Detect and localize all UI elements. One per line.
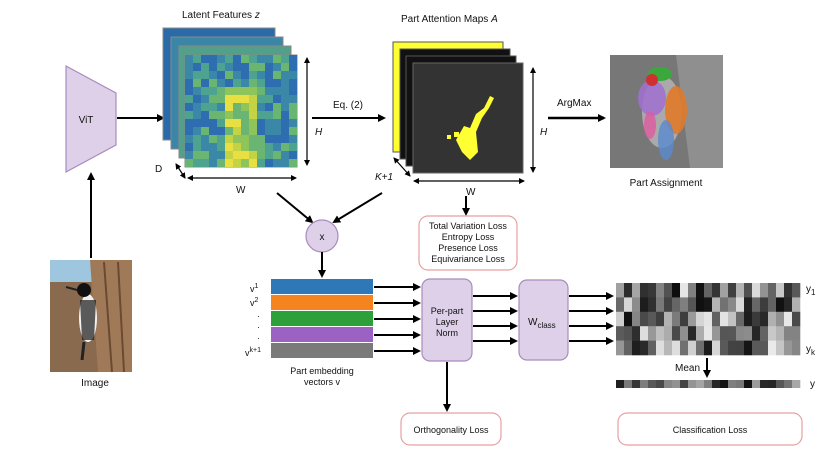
arrows-wclass-to-logits bbox=[569, 292, 614, 345]
label-y: y bbox=[810, 379, 815, 390]
svg-text:Per-part: Per-part bbox=[431, 306, 464, 316]
orthogonality-loss-box: Orthogonality Loss bbox=[400, 412, 502, 446]
label-v2: v2 bbox=[250, 297, 259, 308]
svg-text:Norm: Norm bbox=[436, 328, 458, 338]
svg-text:x: x bbox=[320, 232, 325, 243]
latent-h-label: H bbox=[315, 127, 323, 138]
attention-losses-box: Total Variation Loss Entropy Loss Presen… bbox=[418, 215, 518, 271]
embedding-row bbox=[271, 295, 373, 310]
embedding-row bbox=[271, 279, 373, 294]
svg-text:Classification Loss: Classification Loss bbox=[673, 425, 748, 435]
label-y1: y1 bbox=[806, 284, 816, 297]
embedding-row bbox=[271, 311, 373, 326]
label-vk: vk+1 bbox=[245, 347, 261, 358]
embedding-row bbox=[271, 327, 373, 342]
vertical-dot: · bbox=[257, 311, 260, 321]
svg-text:Layer: Layer bbox=[436, 317, 459, 327]
image-label: Image bbox=[81, 378, 109, 389]
arrow-attention-to-x bbox=[332, 192, 383, 224]
classification-loss-box: Classification Loss bbox=[617, 412, 803, 446]
part-assignment-image bbox=[610, 55, 723, 168]
arrows-norm-to-wclass bbox=[473, 292, 518, 345]
label-v1: v1 bbox=[250, 283, 259, 294]
latent-feature-stack bbox=[162, 27, 298, 168]
svg-text:Orthogonality Loss: Orthogonality Loss bbox=[413, 425, 489, 435]
per-part-layer-norm-block: Per-part Layer Norm bbox=[421, 278, 473, 362]
vertical-dot: · bbox=[257, 322, 260, 332]
part-attention-stack bbox=[392, 41, 524, 174]
vit-block: ViT bbox=[65, 64, 117, 174]
mean-label: Mean bbox=[675, 363, 700, 374]
svg-text:Wclass: Wclass bbox=[528, 317, 556, 330]
x-node: x bbox=[305, 219, 339, 253]
w-class-block: Wclass bbox=[518, 279, 569, 361]
attention-h-label: H bbox=[540, 127, 548, 138]
argmax-label: ArgMax bbox=[557, 98, 591, 109]
eq2-label: Eq. (2) bbox=[333, 100, 363, 111]
arrows-embedding-to-norm bbox=[374, 283, 421, 355]
arrow-latent-to-x bbox=[276, 192, 314, 224]
part-embedding-vectors bbox=[271, 279, 373, 358]
part-assignment-title: Part Assignment bbox=[630, 178, 703, 189]
embedding-row bbox=[271, 343, 373, 358]
latent-features-title: Latent Features z bbox=[182, 10, 260, 21]
loss-entropy: Entropy Loss bbox=[442, 232, 495, 242]
loss-equivariance: Equivariance Loss bbox=[431, 254, 505, 264]
class-logits-heatmap bbox=[616, 283, 801, 356]
loss-presence: Presence Loss bbox=[438, 243, 498, 253]
vertical-dot: · bbox=[257, 333, 260, 343]
mean-logit-vector bbox=[616, 380, 801, 388]
vit-label: ViT bbox=[79, 115, 94, 126]
attention-k-dim bbox=[393, 157, 411, 177]
loss-total-variation: Total Variation Loss bbox=[429, 221, 507, 231]
label-yk: yk bbox=[806, 344, 816, 357]
embedding-caption-1: Part embedding bbox=[290, 366, 354, 376]
part-attention-title: Part Attention Maps A bbox=[401, 14, 498, 25]
latent-depth-dim bbox=[175, 163, 186, 179]
embedding-caption-2: vectors v bbox=[304, 377, 341, 387]
latent-w-label: W bbox=[236, 185, 246, 196]
latent-d-label: D bbox=[155, 164, 162, 175]
attention-k-label: K+1 bbox=[375, 172, 393, 183]
attention-w-label: W bbox=[466, 187, 476, 198]
input-image bbox=[50, 260, 132, 373]
